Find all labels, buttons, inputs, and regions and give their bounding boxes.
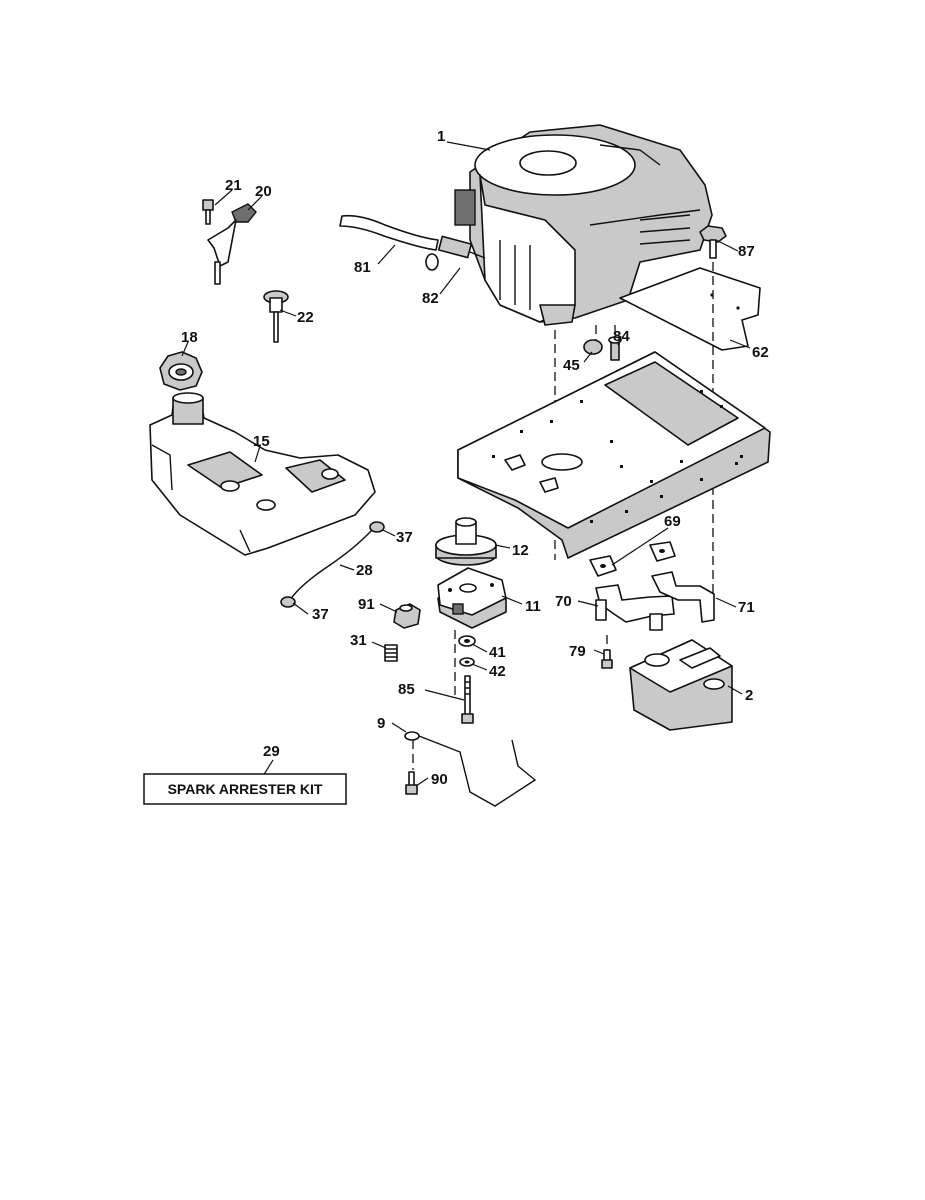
- bolt-87: [699, 225, 727, 259]
- label-87: 87: [738, 243, 755, 260]
- spacer-91: [393, 603, 421, 629]
- bolt-85: [461, 675, 474, 724]
- fuel-cap: [159, 351, 203, 391]
- label-9: 9: [377, 715, 385, 732]
- spring-31: [384, 644, 398, 662]
- label-31: 31: [350, 632, 367, 649]
- exhaust-pipe-71: [651, 571, 715, 623]
- fuel-tank: [149, 392, 376, 556]
- label-11: 11: [525, 598, 541, 615]
- nut-45: [583, 339, 603, 355]
- knob-22: [263, 290, 289, 343]
- label-70: 70: [555, 593, 572, 610]
- heat-shield: [619, 267, 761, 351]
- label-22: 22: [297, 309, 314, 326]
- label-85: 85: [398, 681, 415, 698]
- label-18: 18: [181, 329, 198, 346]
- fuel-line-28: [289, 529, 373, 601]
- label-81: 81: [354, 259, 371, 276]
- gaskets: [589, 541, 676, 577]
- spark-arrester-kit-label: SPARK ARRESTER KIT: [168, 781, 323, 797]
- label-71: 71: [738, 599, 755, 616]
- label-79: 79: [569, 643, 586, 660]
- screw-21: [202, 199, 214, 225]
- label-21: 21: [225, 177, 242, 194]
- label-42: 42: [489, 663, 506, 680]
- muffler: [629, 639, 733, 731]
- label-37-top: 37: [396, 529, 413, 546]
- label-84: 84: [613, 328, 630, 345]
- spark-arrester-kit-box: SPARK ARRESTER KIT: [143, 773, 347, 805]
- rod-9: [404, 731, 537, 807]
- label-28: 28: [356, 562, 373, 579]
- clamp-37-bottom: [280, 596, 296, 608]
- pulley: [435, 517, 497, 566]
- fuel-line-81: [339, 214, 439, 251]
- washer-42: [459, 657, 475, 667]
- engine: [454, 124, 713, 326]
- label-91: 91: [358, 596, 375, 613]
- label-20: 20: [255, 183, 272, 200]
- label-29: 29: [263, 743, 280, 760]
- label-45: 45: [563, 357, 580, 374]
- clamp-37-top: [369, 521, 385, 533]
- chassis-plate: [457, 351, 771, 559]
- label-1: 1: [437, 128, 445, 145]
- bolt-84: [608, 336, 622, 361]
- label-12: 12: [512, 542, 529, 559]
- valve-20: [207, 203, 257, 285]
- label-37-bottom: 37: [312, 606, 329, 623]
- label-82: 82: [422, 290, 439, 307]
- label-62: 62: [752, 344, 769, 361]
- label-15: 15: [253, 433, 270, 450]
- bolt-79: [601, 649, 613, 669]
- washer-41: [458, 635, 476, 647]
- label-90: 90: [431, 771, 448, 788]
- label-41: 41: [489, 644, 506, 661]
- fuel-filter-82: [425, 235, 486, 271]
- clutch: [437, 567, 507, 629]
- label-69: 69: [664, 513, 681, 530]
- part-labels: 1 81 82 87 62 84 45 21 20 22 18 15 37 28…: [181, 128, 769, 788]
- leader-lines: [181, 141, 751, 787]
- label-2: 2: [745, 687, 753, 704]
- exhaust-pipe-70: [595, 584, 675, 631]
- bolt-90: [405, 771, 418, 795]
